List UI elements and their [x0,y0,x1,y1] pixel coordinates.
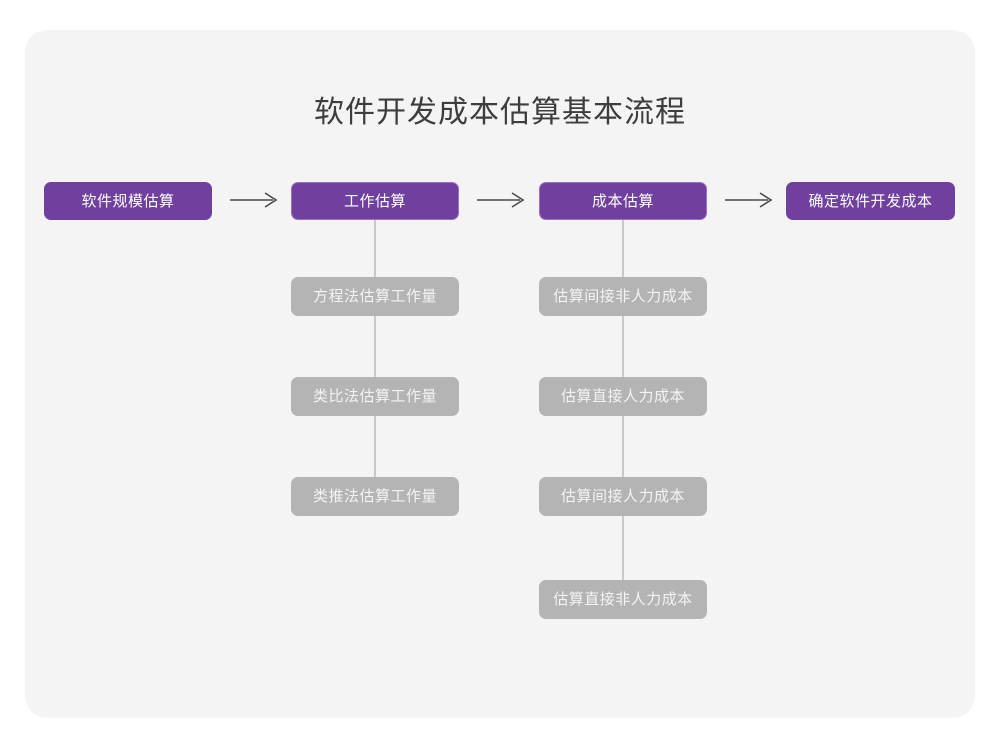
sub-node-indirect-labor-cost[interactable]: 估算间接人力成本 [539,477,707,516]
sub-node-indirect-non-labor-cost[interactable]: 估算间接非人力成本 [539,277,707,316]
sub-node-label: 方程法估算工作量 [312,288,437,305]
sub-node-label: 估算直接人力成本 [560,388,685,405]
connector-line-stage2-1 [374,220,376,277]
sub-node-analogous-inference-workload[interactable]: 类推法估算工作量 [291,477,459,516]
connector-line-stage3-1 [622,220,624,277]
stage-node-label: 成本估算 [591,192,654,210]
stage-node-work-estimation[interactable]: 工作估算 [291,182,459,220]
connector-line-stage2-3 [374,416,376,477]
arrow-icon-2 [472,188,532,212]
sub-node-equation-method-workload[interactable]: 方程法估算工作量 [291,277,459,316]
page-title: 软件开发成本估算基本流程 [314,96,686,129]
sub-node-label: 估算间接人力成本 [560,488,685,505]
sub-node-direct-labor-cost[interactable]: 估算直接人力成本 [539,377,707,416]
sub-node-label: 类推法估算工作量 [312,488,437,505]
sub-node-label: 估算间接非人力成本 [553,288,693,305]
sub-node-label: 估算直接非人力成本 [553,591,693,608]
connector-line-stage3-3 [622,416,624,477]
stage-node-label: 工作估算 [343,192,406,210]
sub-node-direct-non-labor-cost[interactable]: 估算直接非人力成本 [539,580,707,619]
arrow-icon-3 [720,188,780,212]
stage-node-software-scale-estimation[interactable]: 软件规模估算 [44,182,212,220]
sub-node-analogy-method-workload[interactable]: 类比法估算工作量 [291,377,459,416]
connector-line-stage2-2 [374,316,376,377]
stage-node-determine-development-cost[interactable]: 确定软件开发成本 [786,182,955,220]
connector-line-stage3-4 [622,516,624,580]
connector-line-stage3-2 [622,316,624,377]
sub-node-label: 类比法估算工作量 [312,388,437,405]
diagram-card [25,30,975,718]
stage-node-label: 软件规模估算 [81,192,175,210]
arrow-icon-1 [225,188,285,212]
stage-node-label: 确定软件开发成本 [808,192,933,210]
stage-node-cost-estimation[interactable]: 成本估算 [539,182,707,220]
